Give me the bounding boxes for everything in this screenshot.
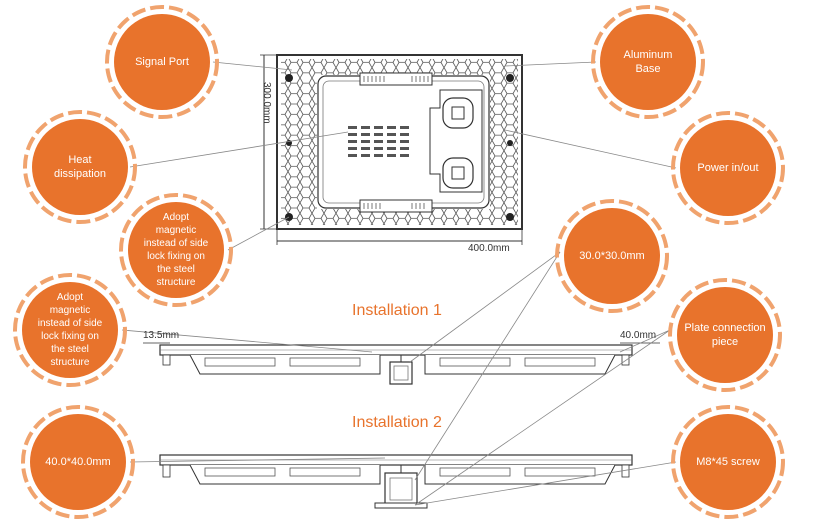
- callout-magnetic-top: Adopt magnetic instead of side lock fixi…: [128, 202, 224, 298]
- callout-tube-40-text: 40.0*40.0mm: [45, 456, 111, 468]
- callout-heat-dissipation: Heat dissipation: [32, 119, 128, 215]
- callout-power-inout-text: Power in/out: [697, 162, 759, 174]
- callout-signal-port: Signal Port: [114, 14, 210, 110]
- leader-lines: [121, 61, 677, 506]
- callout-heat-dissipation-text: Heat dissipation: [54, 154, 106, 180]
- callout-power-inout: Power in/out: [680, 120, 776, 216]
- power-socket-top: [442, 97, 474, 129]
- callout-magnetic-top-text: Adopt magnetic instead of side lock fixi…: [143, 212, 209, 288]
- callout-rings: [13, 5, 785, 519]
- steel-tube-30: [389, 361, 413, 385]
- callout-signal-port-text: Signal Port: [135, 56, 189, 68]
- callout-tube-30: 30.0*30.0mm: [564, 208, 660, 304]
- installation-2-side-view: [159, 454, 633, 509]
- callout-aluminum-base-text: Aluminum Base: [623, 49, 673, 75]
- gap-left-label: 13.5mm: [143, 330, 180, 341]
- cabinet-back-view: [260, 54, 523, 245]
- callout-magnetic-left: Adopt magnetic instead of side lock fixi…: [22, 282, 118, 378]
- callout-magnetic-left-text: Adopt magnetic instead of side lock fixi…: [37, 292, 103, 368]
- callout-tube-40: 40.0*40.0mm: [30, 414, 126, 510]
- height-dimension-label: 300.0mm: [261, 82, 272, 124]
- callout-plate-connection: Plate connection piece: [677, 287, 773, 383]
- callout-plate-connection-text: Plate connection piece: [684, 322, 766, 348]
- plate-connection-piece: [374, 502, 428, 509]
- power-socket-bottom: [442, 157, 474, 189]
- gap-right-label: 40.0mm: [620, 330, 657, 341]
- signal-port-connector: [359, 72, 433, 86]
- heat-vents: [348, 126, 409, 157]
- signal-port-pins: [363, 76, 429, 82]
- bottom-connector: [359, 199, 433, 213]
- installation-1-side-view: [143, 342, 660, 385]
- power-socket-bottom-inner: [451, 166, 465, 180]
- width-dimension-label: 400.0mm: [468, 243, 510, 254]
- bottom-connector-pins: [363, 203, 425, 209]
- power-socket-top-inner: [451, 106, 465, 120]
- callout-aluminum-base: Aluminum Base: [600, 14, 696, 110]
- hex-grid-right: [490, 59, 518, 225]
- hex-grid-top: [317, 59, 490, 75]
- power-module-bracket: [429, 89, 483, 193]
- installation-2-title: Installation 2: [352, 414, 442, 431]
- callout-screw: M8*45 screw: [680, 414, 776, 510]
- hex-grid-bottom: [317, 209, 490, 225]
- callout-tube-30-text: 30.0*30.0mm: [579, 250, 645, 262]
- installation-1-title: Installation 1: [352, 302, 442, 319]
- callout-screw-text: M8*45 screw: [696, 456, 760, 468]
